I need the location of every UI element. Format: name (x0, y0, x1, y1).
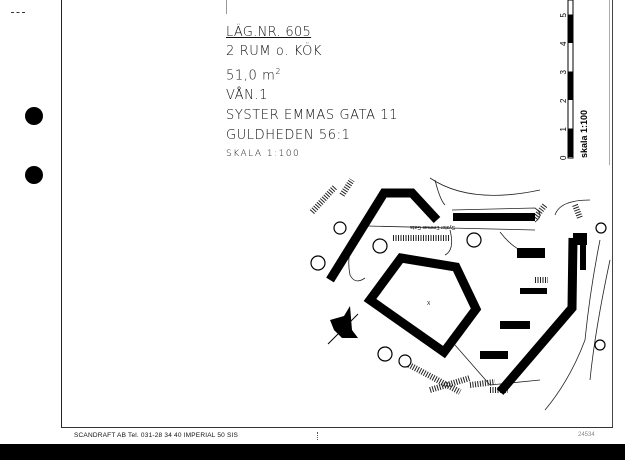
scan-border (0, 444, 625, 460)
site-plan: Syster Emmas Gata X (309, 177, 611, 411)
center-mark (317, 432, 319, 440)
floor: VÅN.1 (226, 88, 269, 104)
scale-bar-segment (568, 71, 573, 100)
frame-border-bottom (61, 427, 613, 428)
scale-bar-tick-label: 3 (560, 70, 568, 75)
building-a (326, 188, 441, 283)
scale-bar: 0 1 2 3 4 5 skala 1:100 (560, 0, 610, 165)
building-x (363, 253, 482, 359)
scale-bar-tick-label: 5 (560, 13, 568, 18)
sheet-number: 24534 (578, 432, 595, 438)
building-label-x: X (427, 301, 431, 307)
area-exponent: 2 (275, 67, 282, 76)
corner-mark (11, 12, 25, 14)
rooms: 2 RUM o. KÖK (226, 44, 323, 59)
frame-border-right (612, 0, 613, 428)
area: 51,0 m2 (226, 62, 398, 86)
building-c (453, 213, 535, 221)
apartment-number: LÄG.NR. 605 (226, 25, 312, 40)
punch-hole (25, 166, 43, 184)
scale-bar-segment (568, 128, 573, 157)
address: SYSTER EMMAS GATA 11 (226, 108, 399, 124)
apartment-info: LÄG.NR. 605 2 RUM o. KÖK 51,0 m2 VÅN.1 S… (226, 24, 398, 159)
roads (348, 177, 611, 411)
scale-bar-tick-label: 0 (560, 155, 568, 160)
north-arrow-icon (327, 306, 359, 345)
building-y-t (496, 237, 578, 395)
scale-bar-segment (568, 14, 573, 43)
punch-hole (25, 107, 43, 125)
scale-bar-tick-label: 2 (560, 98, 568, 103)
street-label: Syster Emmas Gata (410, 224, 455, 230)
scale-bar-tick-label: 1 (560, 127, 568, 132)
footer-text: SCANDRAFT AB Tel. 031-28 34 40 IMPERIAL … (74, 432, 239, 439)
scale-bar-label: skala 1:100 (579, 110, 589, 158)
frame-border-left (61, 0, 62, 428)
fold-mark (226, 0, 227, 14)
trees (310, 221, 607, 368)
scale-bar-tick-label: 4 (560, 41, 568, 46)
area-value: 51,0 m (226, 68, 276, 84)
buildings (326, 188, 587, 395)
property: GULDHEDEN 56:1 (226, 128, 351, 144)
scale-text: SKALA 1:100 (226, 149, 301, 160)
parking-rows (309, 178, 583, 395)
